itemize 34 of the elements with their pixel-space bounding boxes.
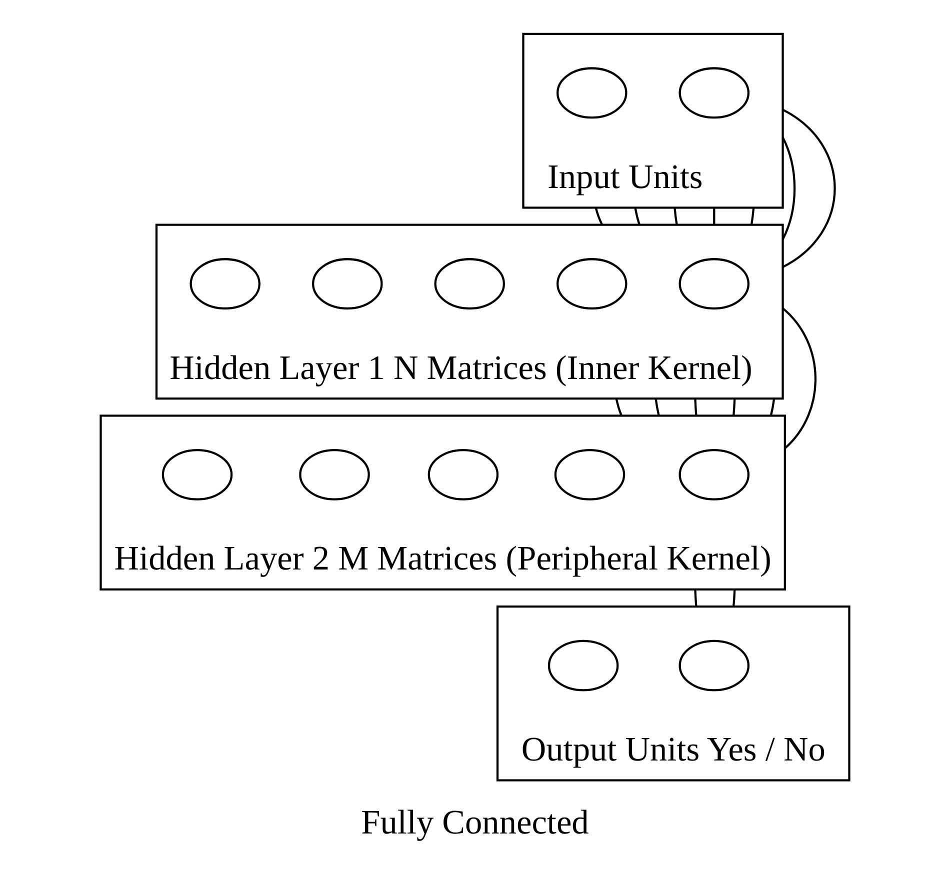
connector: [614, 398, 622, 416]
cluster: Hidden Layer 2 M Matrices (Peripheral Kernel): [99, 414, 786, 590]
node-circle: [427, 448, 498, 500]
node-circle: [678, 640, 750, 692]
node-circle: [298, 448, 370, 500]
node-circle: [678, 67, 750, 119]
connector: [782, 308, 816, 450]
node-circle: [434, 258, 505, 310]
connector: [782, 108, 836, 268]
connector: [769, 398, 775, 416]
node-circle: [556, 67, 627, 119]
connector: [750, 208, 754, 225]
node-circle: [678, 258, 750, 310]
node-circle: [189, 258, 260, 310]
connector: [781, 136, 796, 240]
cluster: Hidden Layer 1 N Matrices (Inner Kernel): [154, 224, 784, 400]
caption: Fully Connected: [360, 804, 588, 842]
connector: [673, 208, 678, 225]
node-circle: [547, 640, 618, 692]
node-circle: [678, 448, 750, 500]
connector: [694, 589, 697, 607]
node-circle: [554, 448, 625, 500]
cluster: Input Units: [522, 32, 784, 209]
connector: [732, 589, 736, 607]
connector: [694, 398, 697, 416]
connector: [654, 398, 660, 416]
connector: [634, 207, 640, 226]
node-circle: [312, 258, 382, 310]
cluster: Output Units Yes / No: [496, 606, 850, 782]
connector: [712, 208, 715, 225]
connector: [732, 398, 736, 416]
node-circle: [556, 258, 627, 310]
node-circle: [161, 448, 232, 500]
connector: [594, 207, 603, 226]
